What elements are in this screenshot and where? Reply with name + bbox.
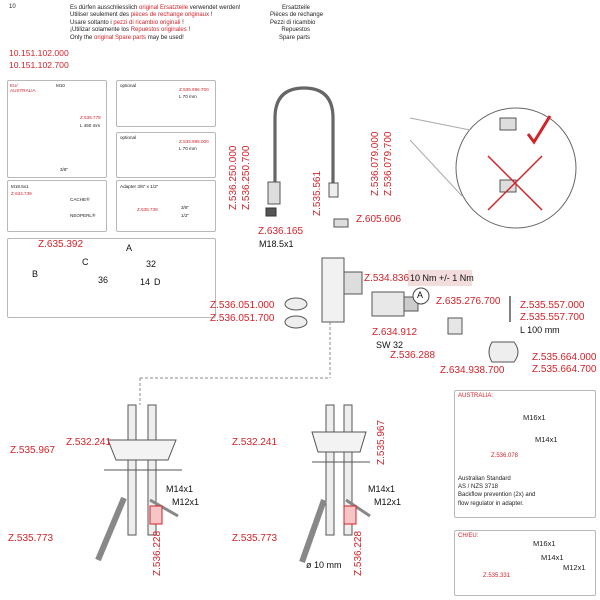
article-number: 10.151.102.000 — [9, 48, 69, 58]
aerator-part-label: Z.536.079.000 — [370, 131, 381, 197]
part-label: Z.536.051.000 — [210, 300, 275, 311]
part-label: Z.536.228 — [353, 530, 364, 576]
part-label: Z.535.557.000 — [520, 300, 585, 311]
box-australia: AUSTRALIA: M16x1 M14x1 Z.536.078 Austral… — [454, 390, 596, 518]
part-label: Z.535.967 — [10, 445, 56, 456]
torque-label: 10 Nm +/- 1 Nm — [410, 273, 474, 283]
box-ch-eu: CH/EU: M16x1 M14x1 M12x1 Z.535.331 — [454, 530, 596, 596]
part-label: Z.536.288 — [390, 350, 436, 361]
header-line: Utiliser seulement des pièces de rechang… — [70, 12, 213, 19]
part-label: Z.535.773 — [232, 533, 278, 544]
box-optional-2: optional Z.535.995.000 L 70 mm — [116, 132, 216, 178]
box-wrench: Z.635.392 A B C D 32 36 14 — [7, 238, 216, 318]
thread-label: M14x1 — [166, 484, 194, 494]
article-number: 10.151.102.700 — [9, 60, 69, 70]
part-label: Z.535.967 — [376, 419, 387, 465]
part-label: Z.535.561 — [312, 170, 323, 216]
header-line: ¡Utilizar solamente los Repuestos origin… — [70, 27, 191, 34]
box-m18: M18.5x1 Z.634.739 CACHE® NEOPERL® — [7, 180, 107, 232]
header-right: Ersatzteile Pièces de rechange Pezzi di … — [270, 5, 324, 41]
part-label: Z.535.664.000 — [532, 352, 597, 363]
box-eu-australia: EU/ AUSTRALIA M10 Z.535.778 L 450 mm 3/8… — [7, 80, 107, 178]
spout-part-label: Z.536.250.700 — [241, 145, 252, 211]
diameter-label: ø 10 mm — [306, 560, 342, 570]
part-label: Z.534.836 — [364, 273, 410, 284]
box-adapter: Adapter 3/8" x 1/2" Z.535.739 3/8" 1/2" — [116, 180, 216, 232]
part-label: Z.532.241 — [66, 437, 112, 448]
header-line: Usare soltanto i pezzi di ricambio origi… — [70, 19, 184, 26]
circle-a-label: A — [417, 290, 424, 300]
header-line: Only the original Spare parts may be use… — [70, 34, 184, 41]
part-label: Z.532.241 — [232, 437, 278, 448]
thread-label: M12x1 — [172, 497, 200, 507]
part-label: Z.535.664.700 — [532, 364, 597, 375]
part-label: Z.634.938.700 — [440, 365, 505, 376]
thread-label: M12x1 — [374, 497, 402, 507]
part-label: Z.535.773 — [8, 533, 54, 544]
sw-label: SW 32 — [376, 340, 404, 350]
part-label: Z.536.228 — [152, 530, 163, 576]
header-line: Es dürfen ausschliesslich original Ersat… — [70, 5, 241, 11]
header-lines: Es dürfen ausschliesslich original Ersat… — [70, 5, 240, 42]
page-number: 10 — [9, 4, 16, 10]
australia-note: Australian Standard AS / NZS 3718 Backfl… — [458, 476, 536, 507]
aerator-part-label: Z.536.079.700 — [383, 131, 394, 197]
thread-label: M14x1 — [368, 484, 396, 494]
box-optional-1: optional Z.535.996.700 L 70 mm — [116, 80, 216, 127]
part-label: Z.605.606 — [356, 214, 402, 225]
spout-part-label: Z.536.250.000 — [228, 145, 239, 211]
part-label: Z.535.557.700 — [520, 312, 585, 323]
thread-label: M18.5x1 — [259, 239, 294, 249]
length-label: L 100 mm — [520, 325, 560, 335]
part-label: Z.536.051.700 — [210, 313, 275, 324]
part-label: Z.634.912 — [372, 327, 418, 338]
part-label: Z.636.165 — [258, 226, 304, 237]
part-label: Z.635.276.700 — [436, 296, 501, 307]
